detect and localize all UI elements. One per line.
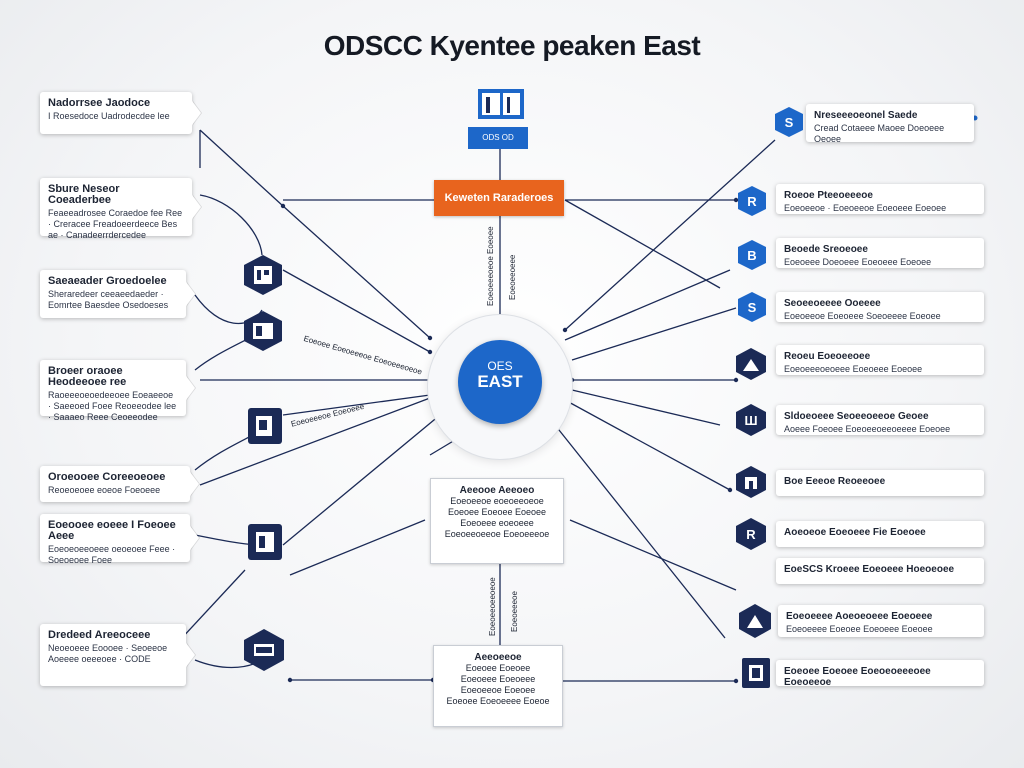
right-card-2: Roeoe Pteeoeeeoe Eoeoeeoe · Eoeoeeoe Eoe…: [776, 184, 984, 214]
vertical-label: Eoeoeeeoe: [510, 591, 519, 632]
right-card-sub: Cread Cotaeee Maoee Doeoeee Oeoee: [814, 123, 945, 144]
left-card-title: Dredeed Areeoceee: [48, 629, 151, 641]
top-badge: ODS OD: [468, 127, 528, 149]
svg-text:S: S: [785, 115, 794, 130]
left-card-sub: I Roesedoce Uadrodecdee lee: [48, 111, 170, 121]
left-card-sub: Raoeeeoeoedeeoee Eoeaeeoe · Saeeoed Foee…: [48, 390, 177, 422]
bottom-box-line: Eoeoeeoe Eoeoee: [460, 685, 536, 695]
right-card-6: Sldoeoeee Seoeeoeeoe Geoee Aoeee Foeoee …: [776, 405, 984, 435]
vertical-label: Eoeoeeoeee: [508, 254, 517, 300]
right-card-sub: Eoeoeeee Eoeoee Eoeoeee Eoeoee: [786, 624, 933, 634]
vertical-label: Eoeoeeeoeoe Eoeoee: [486, 226, 495, 306]
right-card-title: Reoeu Eoeoeeoee: [784, 351, 871, 362]
left-card-4: Broeer oraoee Heodeeoee ree Raoeeeoeoede…: [40, 360, 186, 422]
right-card-sub: Eoeoeeeoeoeee Eoeoeee Eoeoee: [784, 364, 923, 374]
right-card-title: EoeSCS Kroeee Eoeoeee Hoeoeoee: [784, 564, 955, 575]
hub-line-2: EAST: [477, 372, 523, 391]
svg-text:B: B: [747, 248, 756, 263]
left-card-sub: Reoeoeoee eoeoe Foeoeee: [48, 485, 161, 495]
left-card-sub: Feaeeadrosee Coraedoe fee Ree · Creracee…: [48, 208, 183, 240]
right-card-8: Aoeoeoe Eoeoeee Fie Eoeoee: [776, 521, 984, 547]
right-card-title: Beoede Sreoeoee: [784, 244, 868, 255]
left-card-5: Oroeooee Coreeoeoee Reoeoeoee eoeoe Foeo…: [40, 466, 190, 502]
left-card-7: Dredeed Areeoceee Neoeoeee Eoooee · Seoe…: [40, 624, 186, 686]
bottom-box-title: Aeeoeeoe: [474, 652, 522, 663]
right-card-1: Nreseeeoeonel Saede Cread Cotaeee Maoee …: [806, 104, 974, 144]
left-card-title: Saeaeader Groedoelee: [48, 275, 167, 287]
right-card-sub: Eoeoeee Doeoeee Eoeoeee Eoeoee: [784, 257, 932, 267]
house-icon: [735, 465, 767, 504]
right-card-title: Eoeoeeee Aoeoeoeee Eoeoeee: [786, 611, 933, 622]
left-card-title: Oroeooee Coreeoeoee: [48, 471, 166, 483]
left-card-6: Eoeooee eoeee I Foeoee Aeee Eoeoeoeeoeee…: [40, 514, 190, 565]
archive-icon: [246, 522, 284, 567]
document-icon: [246, 406, 284, 451]
pillar-icon: Ш: [735, 403, 767, 442]
left-card-title: Eoeooee eoeee I Foeoee Aeee: [48, 519, 176, 542]
right-card-title: Seoeeoeeee Ooeeee: [784, 298, 881, 309]
svg-text:R: R: [747, 194, 757, 209]
right-card-sub: Eoeoeeoe Eoeoeee Soeoeeee Eoeoee: [784, 311, 941, 321]
svg-text:S: S: [748, 300, 757, 315]
grid-icon: [740, 656, 772, 695]
left-card-sub: Neoeoeee Eoooee · Seoeeoe Aoeeee oeeeoee…: [48, 643, 168, 664]
mountain-icon: [735, 347, 767, 386]
right-card-3: Beoede Sreoeoee Eoeoeee Doeoeee Eoeoeee …: [776, 238, 984, 268]
right-card-sub: Eoeoeeoe · Eoeoeeoe Eoeoeee Eoeoee: [784, 203, 947, 213]
left-card-title: Nadorrsee Jaodoce: [48, 97, 151, 109]
book-icon: [476, 85, 526, 128]
right-card-10: Eoeoeeee Aoeoeoeee Eoeoeee Eoeoeeee Eoeo…: [778, 605, 984, 637]
middle-info-box: Aeeooe Aeeoeo Eoeoeeoe eoeoeeoeoe Eoeoee…: [430, 478, 564, 564]
hub-line-1: OES: [487, 359, 513, 373]
left-card-sub: Sheraredeer ceeaeedaeder · Eomrtee Baesd…: [48, 289, 169, 310]
right-card-title: Boe Eeeoe Reoeeoee: [784, 476, 886, 487]
stack-icon: [242, 628, 286, 677]
bottom-box-line: Eoeoee Eoeoeeee Eoeoe: [446, 696, 550, 706]
middle-box-line: Eoeoeeoe eoeoeeoeoe: [450, 496, 544, 506]
right-card-title: Nreseeeoeonel Saede: [814, 110, 918, 121]
server-icon: [242, 310, 284, 357]
right-card-title: Eoeoee Eoeoee Eoeoeoeeeoee Eoeoeeoe: [784, 666, 931, 688]
right-card-4: Seoeeoeeee Ooeeee Eoeoeeoe Eoeoeee Soeoe…: [776, 292, 984, 322]
right-card-5: Reoeu Eoeoeeoee Eoeoeeeoeoeee Eoeoeee Eo…: [776, 345, 984, 375]
middle-box-title: Aeeooe Aeeoeo: [459, 485, 535, 496]
left-card-title: Sbure Neseor Coeaderbee: [48, 183, 120, 206]
shield-icon: S: [774, 106, 804, 143]
right-card-sub: Aoeee Foeoee Eoeoeeoeeoeeee Eoeoee: [784, 424, 951, 434]
bottom-box-line: Eoeoeee Eoeoeee: [460, 674, 536, 684]
right-card-title: Roeoe Pteeoeeeoe: [784, 190, 873, 201]
left-card-title: Broeer oraoee Heodeeoee ree: [48, 365, 127, 388]
left-card-2: Sbure Neseor Coeaderbee Feaeeadrosee Cor…: [40, 178, 192, 240]
bottom-info-box: Aeeoeeoe Eoeoee Eoeoee Eoeoeee Eoeoeee E…: [433, 645, 563, 727]
right-card-title: Sldoeoeee Seoeeoeeoe Geoee: [784, 411, 929, 422]
left-card-1: Nadorrsee Jaodoce I Roesedoce Uadrodecde…: [40, 92, 192, 134]
orange-process-box: Keweten Raraderoes: [434, 180, 564, 216]
svg-text:R: R: [746, 527, 756, 542]
svg-text:Ш: Ш: [744, 413, 757, 428]
right-card-7: Boe Eeeoe Reoeeoee: [776, 470, 984, 496]
diagram-title: ODSCC Kyentee peaken East: [323, 30, 701, 61]
middle-box-line: Eoeoeee eoeoeee: [460, 518, 534, 528]
right-card-title: Aoeoeoe Eoeoeee Fie Eoeoee: [784, 527, 926, 538]
user-icon: R: [735, 517, 767, 556]
right-card-11: Eoeoee Eoeoee Eoeoeoeeeoee Eoeoeeoe: [776, 660, 984, 688]
middle-box-line: Eoeoee Eoeoee Eoeoee: [447, 507, 547, 517]
central-hub: OES EAST: [458, 340, 542, 424]
network-icon: R: [737, 185, 767, 222]
vertical-label: Eoeoeeoeeoeoe: [488, 577, 497, 636]
bottom-box-line: Eoeoee Eoeoee: [465, 663, 531, 673]
left-card-sub: Eoeoeoeeoeee oeoeoee Feee · Soeoeoee Foe…: [48, 544, 176, 565]
left-card-3: Saeaeader Groedoelee Sheraredeer ceeaeed…: [40, 270, 186, 318]
right-card-9: EoeSCS Kroeee Eoeoeee Hoeoeoee: [776, 558, 984, 584]
database-icon: B: [737, 239, 767, 276]
warning-icon: [738, 603, 772, 644]
gear-icon: S: [737, 291, 767, 328]
middle-box-line: Eoeoeeoeeoe Eoeoeeeoe: [444, 529, 550, 539]
building-icon: [242, 254, 284, 301]
